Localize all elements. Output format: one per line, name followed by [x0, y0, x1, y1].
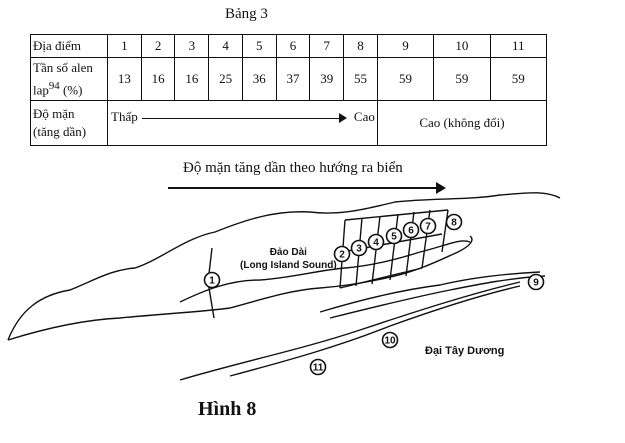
site-marker-label-10: 10 [384, 336, 396, 347]
south-fork [319, 271, 541, 313]
salinity-gradient-cell: Thấp Cao [107, 100, 378, 146]
site-marker-9 [527, 273, 545, 291]
map-direction-arrow-head-icon [436, 182, 446, 194]
allele-label-line1: Tần số alen [33, 59, 93, 75]
site-marker-label-1: 1 [209, 276, 215, 287]
salinity-arrow-head-icon [338, 113, 347, 123]
site-marker-label-2: 2 [339, 250, 345, 261]
site-marker-11 [309, 358, 327, 376]
site-marker-6 [402, 221, 420, 239]
allele-label-suffix: (%) [59, 82, 83, 98]
frequency-cell: 39 [309, 57, 345, 101]
salinity-high-label: Cao [353, 109, 375, 124]
salinity-label-line2: (tăng dần) [33, 124, 87, 139]
location-cell: 3 [174, 34, 210, 58]
row-header-allele-frequency: Tần số alen lap94 (%) [30, 57, 108, 101]
barrier-beach-inner [229, 285, 521, 377]
frequency-cell: 37 [275, 57, 311, 101]
location-cell: 4 [208, 34, 243, 58]
site-marker-label-7: 7 [425, 222, 431, 233]
frequency-cell: 16 [174, 57, 210, 101]
table-row-salinity: Độ mặn (tăng dần) Thấp Cao Cao (không đổ… [30, 100, 548, 146]
location-cell: 1 [107, 34, 142, 58]
frequency-cell: 25 [208, 57, 243, 101]
island-body [7, 235, 473, 341]
row-header-location: Địa điểm [30, 34, 108, 58]
allele-label-prefix: lap [33, 82, 49, 98]
frequency-cell: 59 [489, 57, 548, 101]
island-name-line1: Đảo Dài [269, 247, 307, 258]
location-cell: 8 [343, 34, 378, 58]
table-row-locations: Địa điểm 1 2 3 4 5 6 7 8 9 10 11 [30, 34, 548, 58]
location-cell: 11 [489, 34, 548, 58]
site-marker-1 [203, 271, 221, 289]
row-header-salinity: Độ mặn (tăng dần) [30, 100, 108, 146]
site-marker-2 [333, 245, 351, 263]
frequency-cell: 36 [241, 57, 277, 101]
site-marker-label-11: 11 [313, 363, 324, 374]
location-cell: 10 [433, 34, 491, 58]
island-label: Đảo Dài (Long Island Sound) [240, 246, 337, 272]
allele-frequency-table: Địa điểm 1 2 3 4 5 6 7 8 9 10 11 Tần số … [30, 34, 548, 146]
frequency-cell: 13 [107, 57, 142, 101]
site-marker-label-5: 5 [391, 232, 397, 243]
site-marker-3 [350, 239, 368, 257]
location-cell: 2 [140, 34, 176, 58]
ocean-label: Đại Tây Dương [425, 345, 505, 357]
figure-label: Hình 8 [198, 398, 257, 420]
table-row-allele-frequency: Tần số alen lap94 (%) 13 16 16 25 36 37 … [30, 57, 548, 101]
site-marker-label-9: 9 [533, 278, 539, 289]
frequency-cell: 59 [433, 57, 491, 101]
site-marker-10 [381, 331, 399, 349]
site-marker-8 [445, 213, 463, 231]
location-cell: 7 [309, 34, 345, 58]
frequency-cell: 59 [376, 57, 435, 101]
south-fork-inner [329, 275, 546, 319]
frequency-cell: 16 [140, 57, 176, 101]
site-marker-4 [367, 233, 385, 251]
location-cell: 6 [275, 34, 311, 58]
map-direction-arrow-line [168, 187, 438, 189]
location-cell: 9 [376, 34, 435, 58]
salinity-low-label: Thấp [111, 109, 138, 124]
barrier-beach-outer [179, 281, 521, 381]
island-name-line2: (Long Island Sound) [240, 260, 337, 271]
salinity-constant-cell: Cao (không đổi) [376, 100, 548, 146]
site-marker-label-8: 8 [451, 218, 457, 229]
allele-label-sup: 94 [48, 79, 60, 92]
site-marker-label-4: 4 [373, 238, 379, 249]
site-marker-7 [419, 217, 437, 235]
site-marker-label-3: 3 [356, 244, 362, 255]
salinity-label-line1: Độ mặn [33, 106, 75, 121]
site-marker-5 [385, 227, 403, 245]
frequency-cell: 55 [343, 57, 378, 101]
map-direction-title: Độ mặn tăng dần theo hướng ra biển [183, 160, 403, 176]
salinity-arrow-line [142, 118, 341, 119]
location-cell: 5 [241, 34, 277, 58]
table-caption: Bảng 3 [225, 6, 268, 22]
north-coastline [7, 192, 561, 341]
site-marker-label-6: 6 [408, 226, 414, 237]
